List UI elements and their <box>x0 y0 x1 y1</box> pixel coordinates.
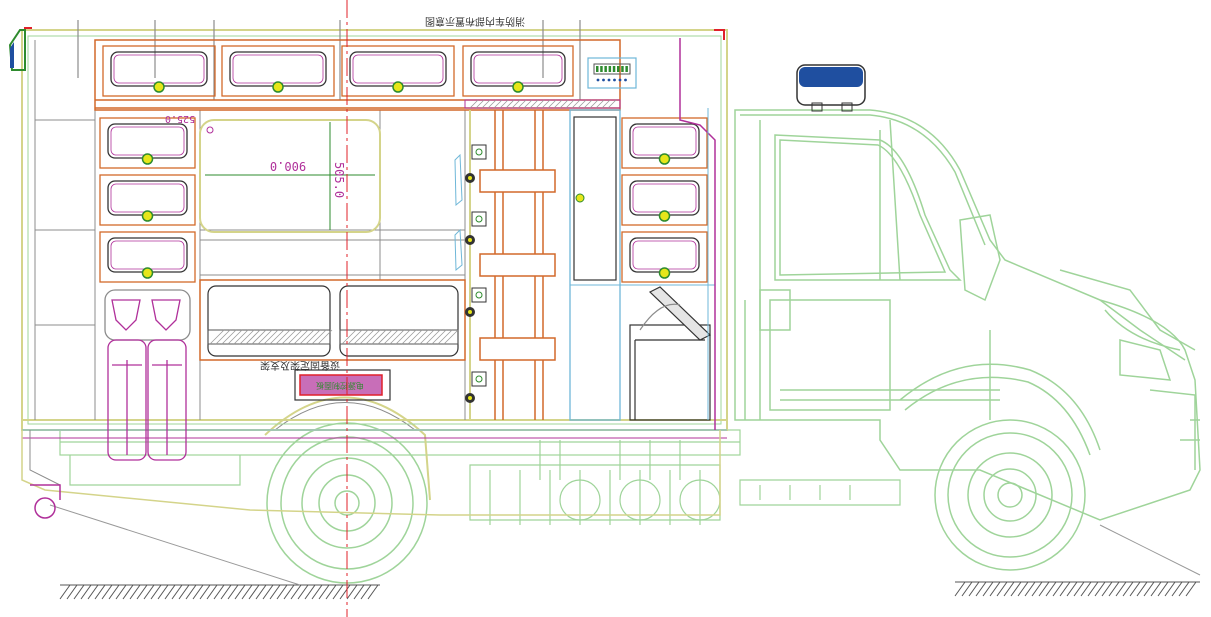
drawer-handle-icon <box>658 153 671 165</box>
hose-clamp <box>454 153 463 207</box>
equipment-bay-window <box>199 119 381 233</box>
drawer-handle-icon <box>512 81 524 93</box>
truck-cab <box>734 109 1201 521</box>
front-wheel <box>934 419 1086 571</box>
storage-drawer <box>621 174 708 226</box>
dimension-height: 505.0 <box>332 162 346 198</box>
storage-drawer <box>221 45 335 97</box>
mount-note: 设备固定架及支架 <box>260 359 340 372</box>
hose-clamp <box>454 228 463 272</box>
storage-drawer <box>462 45 574 97</box>
wheel-arch <box>264 396 431 501</box>
storage-drawer <box>99 174 196 226</box>
storage-drawer <box>102 45 216 97</box>
ground-right <box>954 581 1200 597</box>
power-panel-label: 电源控制面板 <box>316 381 364 391</box>
left-drawer-column <box>99 117 196 283</box>
approach-lines <box>49 504 1201 586</box>
wheel-arch-inner <box>274 402 416 431</box>
connector-socket <box>471 287 487 303</box>
dimension-small: 525.0 <box>165 113 195 124</box>
tool-rack <box>469 110 556 420</box>
gas-cylinders <box>104 289 191 461</box>
rack-connectors <box>454 144 487 403</box>
rear-bumper <box>30 484 61 519</box>
body-outline <box>21 29 728 516</box>
storage-drawer <box>99 231 196 283</box>
rear-corner-marker <box>8 27 725 71</box>
drawer-handle-icon <box>658 267 671 279</box>
ground-left <box>59 584 380 600</box>
hatch-top <box>469 99 617 109</box>
roof-mounts <box>77 20 581 100</box>
drawer-handle-icon <box>658 210 671 222</box>
storage-drawer <box>621 117 708 169</box>
drawer-handle-icon <box>141 153 154 165</box>
connector-socket <box>471 211 487 227</box>
storage-drawer <box>99 117 196 169</box>
connector-socket <box>471 144 487 160</box>
generator-unit <box>629 286 712 421</box>
storage-drawer <box>341 45 455 97</box>
drawer-handle-icon <box>392 81 404 93</box>
storage-drawer <box>621 231 708 283</box>
roof-beacon-light <box>796 64 866 112</box>
drawer-handle-icon <box>141 210 154 222</box>
right-drawer-column <box>621 117 708 283</box>
connector-socket <box>471 371 487 387</box>
drawing-title: 消防车内部布置示意图 <box>425 15 525 28</box>
middle-storage-bins <box>199 279 466 361</box>
dimension-width: 900.0 <box>270 159 306 173</box>
drawer-handle-icon <box>153 81 165 93</box>
drawer-handle-icon <box>272 81 284 93</box>
control-panel <box>587 57 637 89</box>
tall-cabinet <box>569 109 715 421</box>
exhaust-pipe <box>679 38 716 430</box>
drawer-handle-icon <box>141 267 154 279</box>
power-panel <box>294 369 391 401</box>
upper-drawer-row <box>102 45 574 97</box>
